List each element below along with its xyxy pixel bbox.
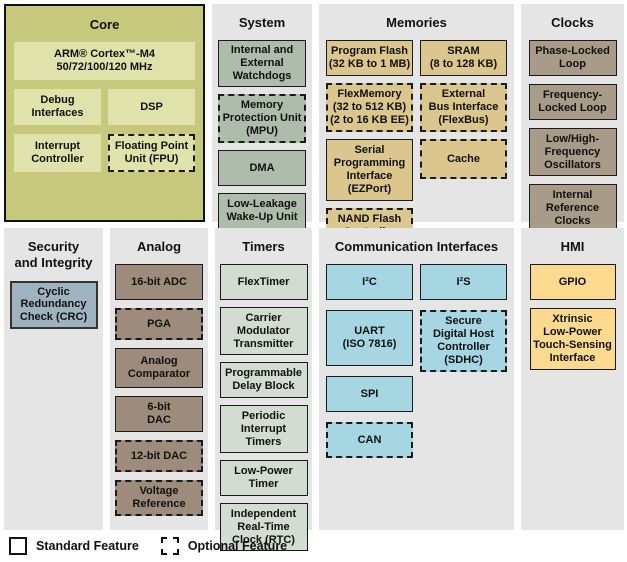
block-dsp: DSP: [108, 89, 195, 126]
block-fpu: Floating Point Unit (FPU): [108, 134, 195, 173]
panel-core: Core ARM® Cortex™-M4 50/72/100/120 MHz D…: [4, 4, 205, 222]
block-watchdogs: Internal and External Watchdogs: [218, 40, 306, 88]
panel-memories: Memories Program Flash (32 KB to 1 MB) F…: [319, 4, 514, 245]
block-flextimer: FlexTimer: [219, 264, 308, 301]
block-cache: Cache: [420, 139, 507, 180]
analog-blocks: 16-bit ADC PGA Analog Comparator 6-bit D…: [110, 264, 208, 517]
panel-timers-title: Timers: [242, 239, 285, 254]
block-gpio: GPIO: [529, 264, 616, 301]
block-xtrinsic-touch-sensing: Xtrinsic Low-Power Touch-Sensing Interfa…: [529, 308, 616, 371]
block-programmable-delay-block: Programmable Delay Block: [219, 362, 308, 399]
block-ezport: Serial Programming Interface (EZPort): [326, 139, 413, 202]
block-pga: PGA: [115, 308, 203, 341]
block-debug-interfaces: Debug Interfaces: [14, 89, 101, 126]
block-i2s: I²S: [420, 264, 507, 301]
panel-memories-title: Memories: [386, 15, 447, 30]
panel-comm-title: Communication Interfaces: [334, 239, 499, 254]
panel-clocks: Clocks Phase-Locked Loop Frequency- Lock…: [521, 4, 624, 233]
panel-hmi-title: HMI: [560, 239, 585, 254]
block-oscillators: Low/High- Frequency Oscillators: [528, 128, 617, 177]
block-rtc: Independent Real-Time Clock (RTC): [219, 503, 308, 552]
block-12bit-dac: 12-bit DAC: [115, 440, 203, 473]
memories-blocks: Program Flash (32 KB to 1 MB) FlexMemory…: [319, 40, 514, 245]
panel-security-title: Security and Integrity: [14, 239, 93, 271]
block-analog-comparator: Analog Comparator: [115, 348, 203, 389]
block-i2c: I²C: [326, 264, 413, 301]
panel-communication-interfaces: Communication Interfaces I²C UART (ISO 7…: [319, 228, 514, 530]
top-row: Core ARM® Cortex™-M4 50/72/100/120 MHz D…: [4, 4, 624, 245]
panel-clocks-title: Clocks: [551, 15, 594, 30]
hmi-blocks: GPIO Xtrinsic Low-Power Touch-Sensing In…: [521, 264, 624, 371]
block-program-flash: Program Flash (32 KB to 1 MB): [326, 40, 413, 77]
block-voltage-reference: Voltage Reference: [115, 480, 203, 517]
panel-timers: Timers FlexTimer Carrier Modulator Trans…: [215, 228, 312, 552]
block-flexmemory: FlexMemory (32 to 512 KB) (2 to 16 KB EE…: [326, 83, 413, 133]
block-fll: Frequency- Locked Loop: [528, 84, 617, 121]
block-periodic-interrupt-timers: Periodic Interrupt Timers: [219, 405, 308, 454]
block-mpu: Memory Protection Unit (MPU): [218, 94, 306, 144]
block-pll: Phase-Locked Loop: [528, 40, 617, 77]
panel-analog: Analog 16-bit ADC PGA Analog Comparator …: [110, 228, 208, 530]
block-flexbus: External Bus Interface (FlexBus): [420, 83, 507, 133]
legend: Standard Feature Optional Feature: [9, 537, 309, 555]
optional-feature-swatch: [160, 537, 179, 555]
block-low-power-timer: Low-Power Timer: [219, 460, 308, 497]
block-internal-reference-clocks: Internal Reference Clocks: [528, 184, 617, 233]
system-blocks: Internal and External Watchdogs Memory P…: [212, 40, 312, 230]
block-sram: SRAM (8 to 128 KB): [420, 40, 507, 77]
panel-hmi: HMI GPIO Xtrinsic Low-Power Touch-Sensin…: [521, 228, 624, 530]
block-crc: Cyclic Redundancy Check (CRC): [9, 280, 98, 330]
block-spi: SPI: [326, 376, 413, 413]
block-interrupt-controller: Interrupt Controller: [14, 134, 101, 173]
panel-core-title: Core: [89, 17, 120, 32]
core-blocks: ARM® Cortex™-M4 50/72/100/120 MHz Debug …: [6, 42, 203, 173]
panel-system-title: System: [238, 15, 286, 30]
block-can: CAN: [326, 422, 413, 459]
standard-feature-label: Standard Feature: [36, 539, 139, 553]
optional-feature-label: Optional Feature: [187, 539, 288, 553]
block-llwu: Low-Leakage Wake-Up Unit: [218, 193, 306, 230]
block-arm-cortex-m4: ARM® Cortex™-M4 50/72/100/120 MHz: [14, 42, 195, 81]
comm-blocks: I²C UART (ISO 7816) SPI CAN I²S Secure D…: [319, 264, 514, 459]
panel-analog-title: Analog: [136, 239, 182, 254]
panel-system: System Internal and External Watchdogs M…: [212, 4, 312, 230]
block-6bit-dac: 6-bit DAC: [115, 396, 203, 433]
block-16bit-adc: 16-bit ADC: [115, 264, 203, 301]
security-blocks: Cyclic Redundancy Check (CRC): [4, 280, 103, 330]
block-carrier-modulator-transmitter: Carrier Modulator Transmitter: [219, 307, 308, 356]
standard-feature-swatch: [9, 537, 27, 555]
block-dma: DMA: [218, 150, 306, 187]
block-uart: UART (ISO 7816): [326, 310, 413, 367]
block-sdhc: Secure Digital Host Controller (SDHC): [420, 310, 507, 373]
clocks-blocks: Phase-Locked Loop Frequency- Locked Loop…: [521, 40, 624, 233]
bottom-row: Security and Integrity Cyclic Redundancy…: [4, 228, 624, 552]
timers-blocks: FlexTimer Carrier Modulator Transmitter …: [215, 264, 312, 552]
panel-security: Security and Integrity Cyclic Redundancy…: [4, 228, 103, 530]
